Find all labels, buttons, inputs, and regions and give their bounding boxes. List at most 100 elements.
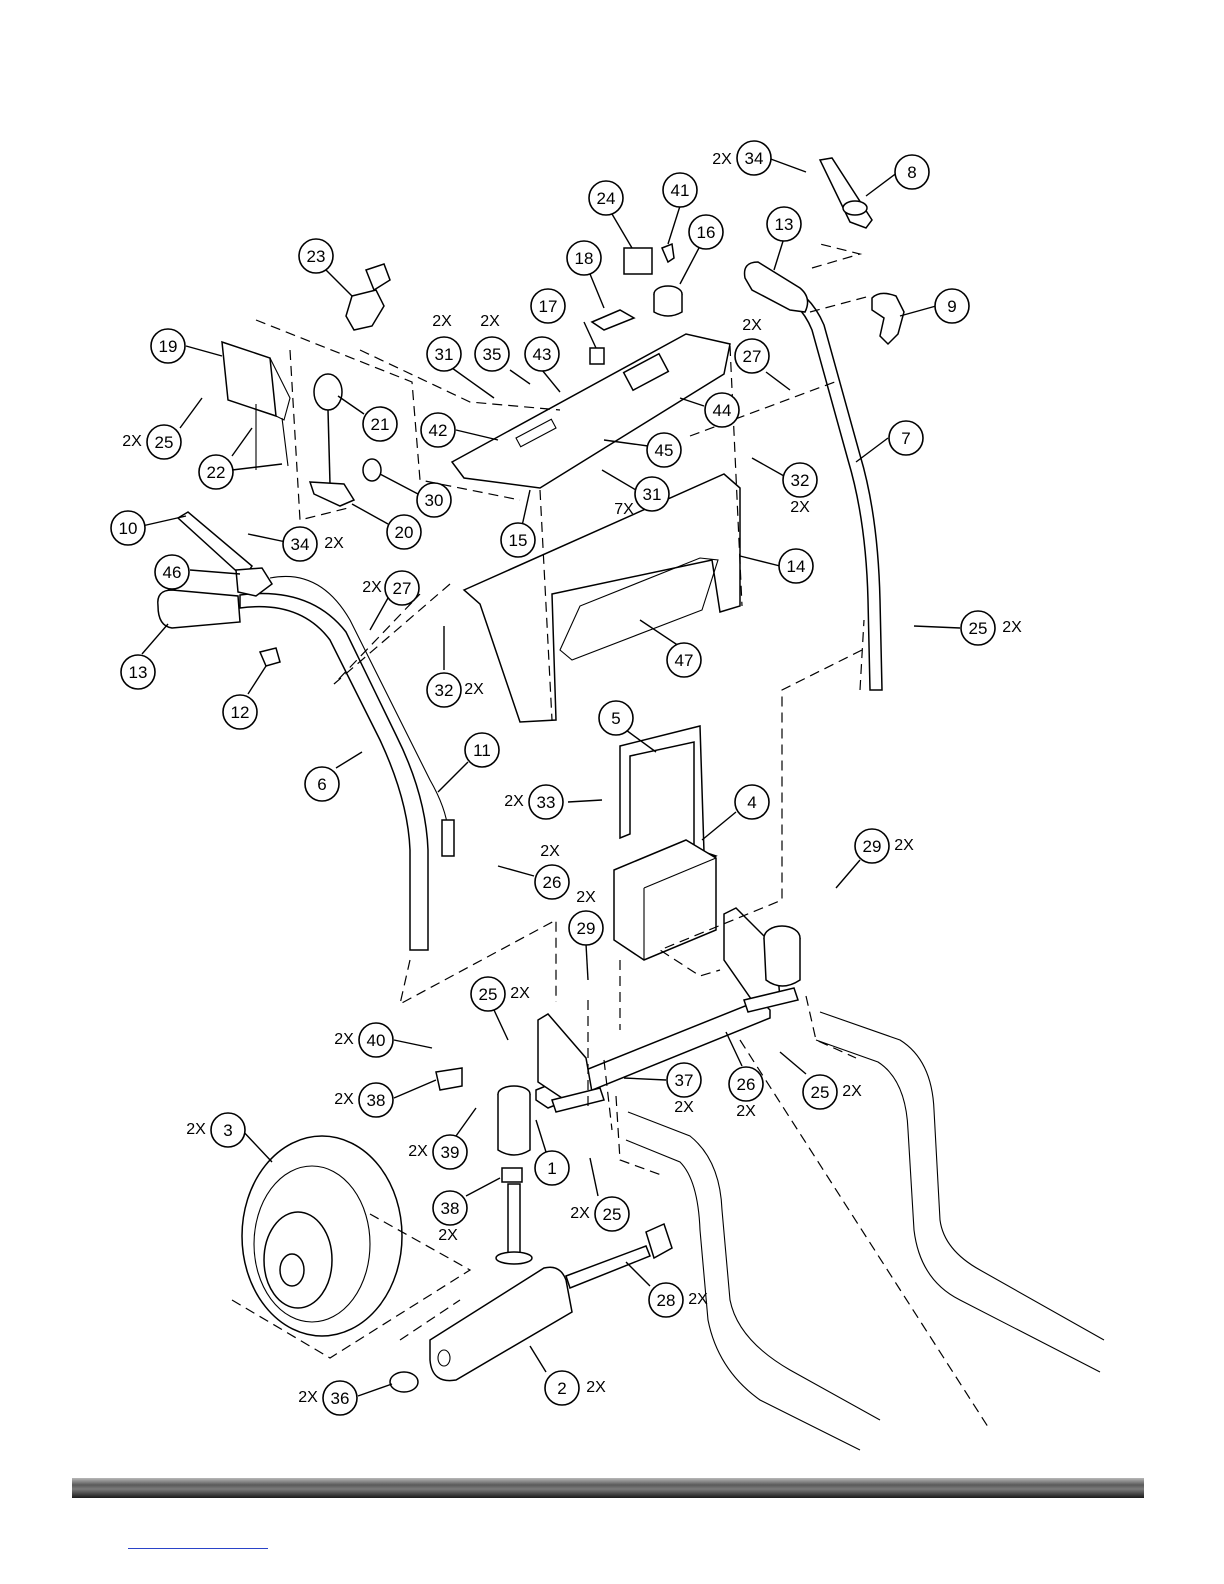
callout-29: 292X [855,829,914,863]
callout-quantity: 2X [712,151,732,168]
axle-bolt-head [646,1224,672,1258]
dash-16 [616,1096,664,1176]
callout-6: 6 [305,767,339,801]
dash-18 [860,620,864,690]
axle-bolt [566,1246,650,1288]
callout-34: 342X [712,141,771,175]
callout-10: 10 [111,511,145,545]
callout-25: 25 2X [471,977,530,1011]
callout-number: 25 [155,433,174,452]
caster-stem [508,1184,520,1256]
leader-43 [542,370,560,392]
leader-25e [590,1158,598,1196]
callout-17: 17 [531,289,565,323]
footer-divider-bar [72,1478,1144,1498]
leader-26a [498,866,534,876]
callout-quantity: 2X [464,681,484,698]
leader-10 [142,516,186,526]
leader-42 [456,430,498,440]
part-drawings [158,158,1104,1450]
callout-number: 27 [743,347,762,366]
callout-23: 23 [299,239,333,273]
leader-25b [914,626,960,628]
callout-quantity: 2X [790,499,810,516]
callout-13: 13 [121,655,155,689]
callout-number: 39 [441,1143,460,1162]
leader-34a [768,158,806,172]
callout-quantity: 2X [438,1227,458,1244]
leader-22b [232,464,282,470]
callout-quantity: 2X [186,1121,206,1138]
callout-19: 19 [151,329,185,363]
caster-fork [430,1267,572,1380]
callout-42: 42 [421,413,455,447]
ignition-key [662,244,674,262]
leader-8 [866,172,898,196]
leader-30 [380,474,418,494]
callout-number: 26 [737,1075,756,1094]
rocker-switch [624,248,652,274]
leader-27b [370,598,388,630]
knob-30 [363,459,381,481]
right-frame-tube [820,1012,1104,1340]
callout-quantity: 2X [570,1205,590,1222]
callout-38: 382X [433,1191,467,1244]
callout-quantity: 2X [432,313,452,330]
callout-quantity: 2X [842,1083,862,1100]
leader-20 [352,504,388,524]
callout-number: 31 [435,345,454,364]
callout-number: 25 [811,1083,830,1102]
left-grip [158,590,240,628]
callout-number: 34 [291,535,310,554]
callout-number: 11 [473,741,491,760]
callout-quantity: 2X [742,317,762,334]
callout-20: 20 [387,515,421,549]
callout-4: 4 [735,785,769,819]
leader-25c [494,1010,508,1040]
callout-26: 262X [729,1067,763,1120]
left-gusset [538,1014,592,1098]
right-post [764,938,800,986]
shift-knob [314,374,342,410]
leader-22a [232,428,252,456]
caster-stem-base [496,1252,532,1264]
control-box [222,342,276,416]
callout-22: 22 [199,455,233,489]
callout-number: 35 [483,345,502,364]
callout-number: 38 [367,1091,386,1110]
callout-number: 31 [643,485,662,504]
leader-27a [766,372,790,390]
callout-quantity: 2X [576,889,596,906]
callout-37: 372X [667,1063,701,1116]
callout-number: 37 [675,1071,694,1090]
footer-link-underline[interactable] [128,1548,268,1550]
bushing-lower [502,1168,522,1182]
wheel-hub [280,1254,304,1286]
callout-number: 23 [307,247,326,266]
callout-number: 9 [947,297,956,316]
callout-quantity: 2X [510,985,530,1002]
callout-number: 44 [713,401,732,420]
right-clamp [872,293,904,344]
callout-41: 41 [663,173,697,207]
callout-quantity: 2X [122,433,142,450]
callout-number: 25 [479,985,498,1004]
callout-number: 47 [675,651,694,670]
leader-25a [180,398,202,428]
leader-14 [740,556,780,566]
callout-21: 21 [363,407,397,441]
callout-13: 13 [767,207,801,241]
callout-1: 1 [535,1151,569,1185]
nut-36 [390,1372,418,1392]
leader-47 [640,620,682,648]
dash-4 [812,244,860,268]
leader-19 [186,346,222,356]
callout-quantity: 2X [1002,619,1022,636]
callout-number: 3 [223,1121,232,1140]
callout-8: 8 [895,155,929,189]
callout-25: 25 2X [803,1075,862,1109]
right-grip [745,262,808,312]
